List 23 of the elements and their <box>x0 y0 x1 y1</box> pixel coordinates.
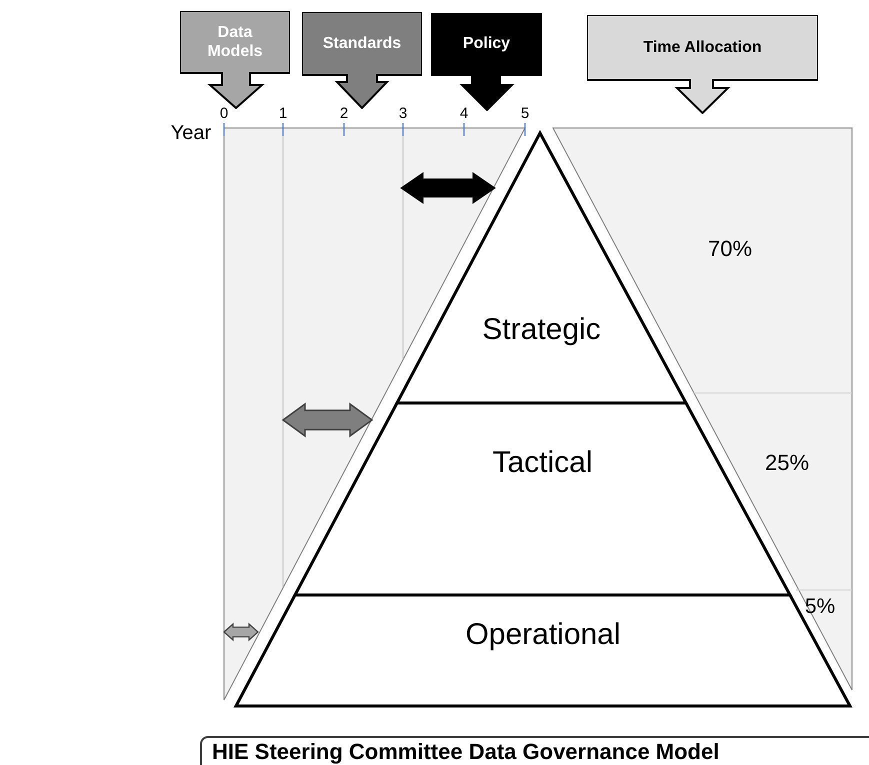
percentage-label: 70% <box>708 238 752 260</box>
callout-text: Standards <box>322 34 402 54</box>
pyramid-layer <box>397 133 686 403</box>
callout-arrow <box>180 11 290 109</box>
percentage-label: 5% <box>804 596 836 617</box>
tick-label: 0 <box>220 106 228 121</box>
diagram-title: HIE Steering Committee Data Governance Model <box>200 736 869 765</box>
tick-label: 4 <box>460 106 468 121</box>
callout-arrow <box>587 15 818 114</box>
callout-arrow <box>302 12 422 109</box>
tick-label: 2 <box>340 106 348 121</box>
tick-label: 3 <box>398 106 408 121</box>
layer-label: Tactical <box>492 445 593 481</box>
tick-label: 5 <box>520 106 530 121</box>
callout-text: Data Models <box>206 22 264 62</box>
percentage-label: 25% <box>764 452 810 474</box>
axis-label: Year <box>170 123 212 143</box>
layer-label: Operational <box>465 617 621 653</box>
callout-text: Policy <box>462 34 510 54</box>
tick-label: 1 <box>278 106 288 121</box>
layer-label: Strategic <box>482 312 601 348</box>
pyramid-layer <box>236 595 850 706</box>
callout-text: Time Allocation <box>643 38 762 58</box>
